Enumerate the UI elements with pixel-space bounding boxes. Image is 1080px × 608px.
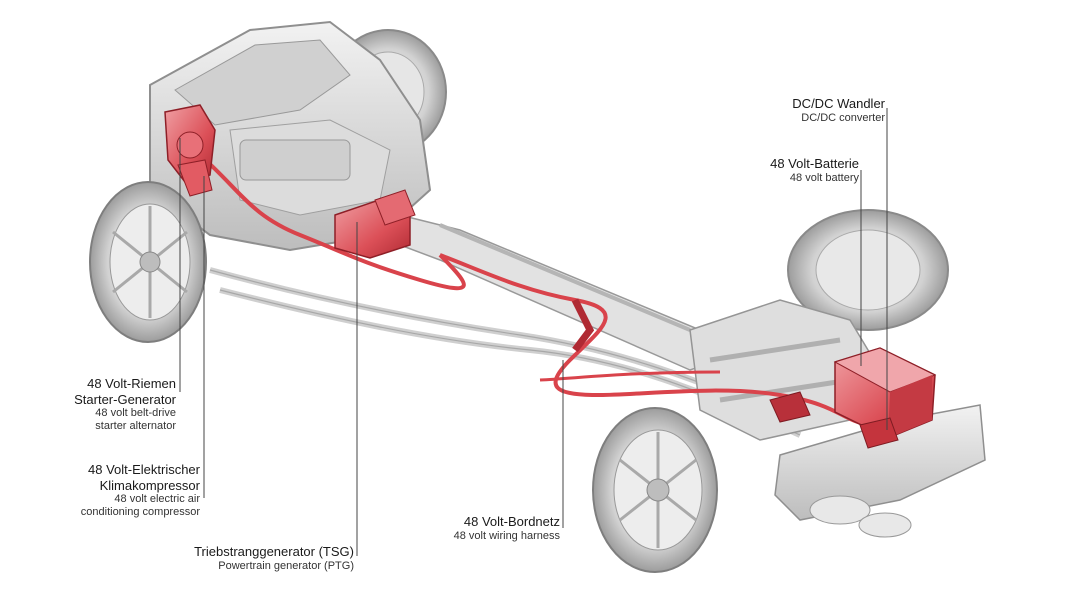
rear-far-wheel: [787, 209, 949, 331]
label-aircon-de-1: 48 Volt-Elektrischer: [88, 462, 200, 477]
label-aircon-de-2: Klimakompressor: [99, 477, 200, 493]
label-tsg-de: Triebstranggenerator (TSG): [194, 544, 354, 559]
label-aircon: 48 Volt-Elektrischer Klimakompressor 48 …: [10, 462, 200, 520]
leader-lines: [179, 108, 888, 556]
engine-block: [149, 20, 432, 252]
label-rsg-en-1: 48 volt belt-drive: [95, 407, 176, 420]
label-wiring: 48 Volt-Bordnetz 48 volt wiring harness: [390, 514, 560, 543]
label-dcdc: DC/DC Wandler DC/DC converter: [700, 96, 885, 125]
battery-48v: [833, 347, 937, 439]
drive-shaft: [399, 214, 722, 371]
label-battery-de: 48 Volt-Batterie: [770, 156, 859, 171]
powertrain-generator: [334, 189, 416, 259]
label-rsg-de-2: Starter-Generator: [74, 391, 176, 407]
rear-subframe: [689, 299, 881, 441]
dcdc-converter: [769, 391, 899, 449]
label-tsg-en: Powertrain generator (PTG): [218, 559, 354, 572]
front-near-wheel: [89, 181, 207, 343]
label-wiring-de: 48 Volt-Bordnetz: [463, 514, 560, 529]
label-dcdc-en: DC/DC converter: [801, 111, 885, 124]
label-rsg: 48 Volt-Riemen Starter-Generator 48 volt…: [10, 376, 176, 434]
label-rsg-en-2: starter alternator: [95, 420, 176, 433]
label-dcdc-de: DC/DC Wandler: [792, 96, 885, 111]
label-rsg-de-1: 48 Volt-Riemen: [87, 376, 176, 391]
label-wiring-en: 48 volt wiring harness: [453, 529, 560, 542]
label-battery-en: 48 volt battery: [789, 171, 859, 184]
label-tsg: Triebstranggenerator (TSG) Powertrain ge…: [150, 544, 354, 573]
rear-near-wheel: [592, 407, 718, 573]
label-aircon-en-2: conditioning compressor: [80, 506, 200, 519]
label-aircon-en-1: 48 volt electric air: [114, 493, 200, 506]
label-battery: 48 Volt-Batterie 48 volt battery: [670, 156, 859, 185]
